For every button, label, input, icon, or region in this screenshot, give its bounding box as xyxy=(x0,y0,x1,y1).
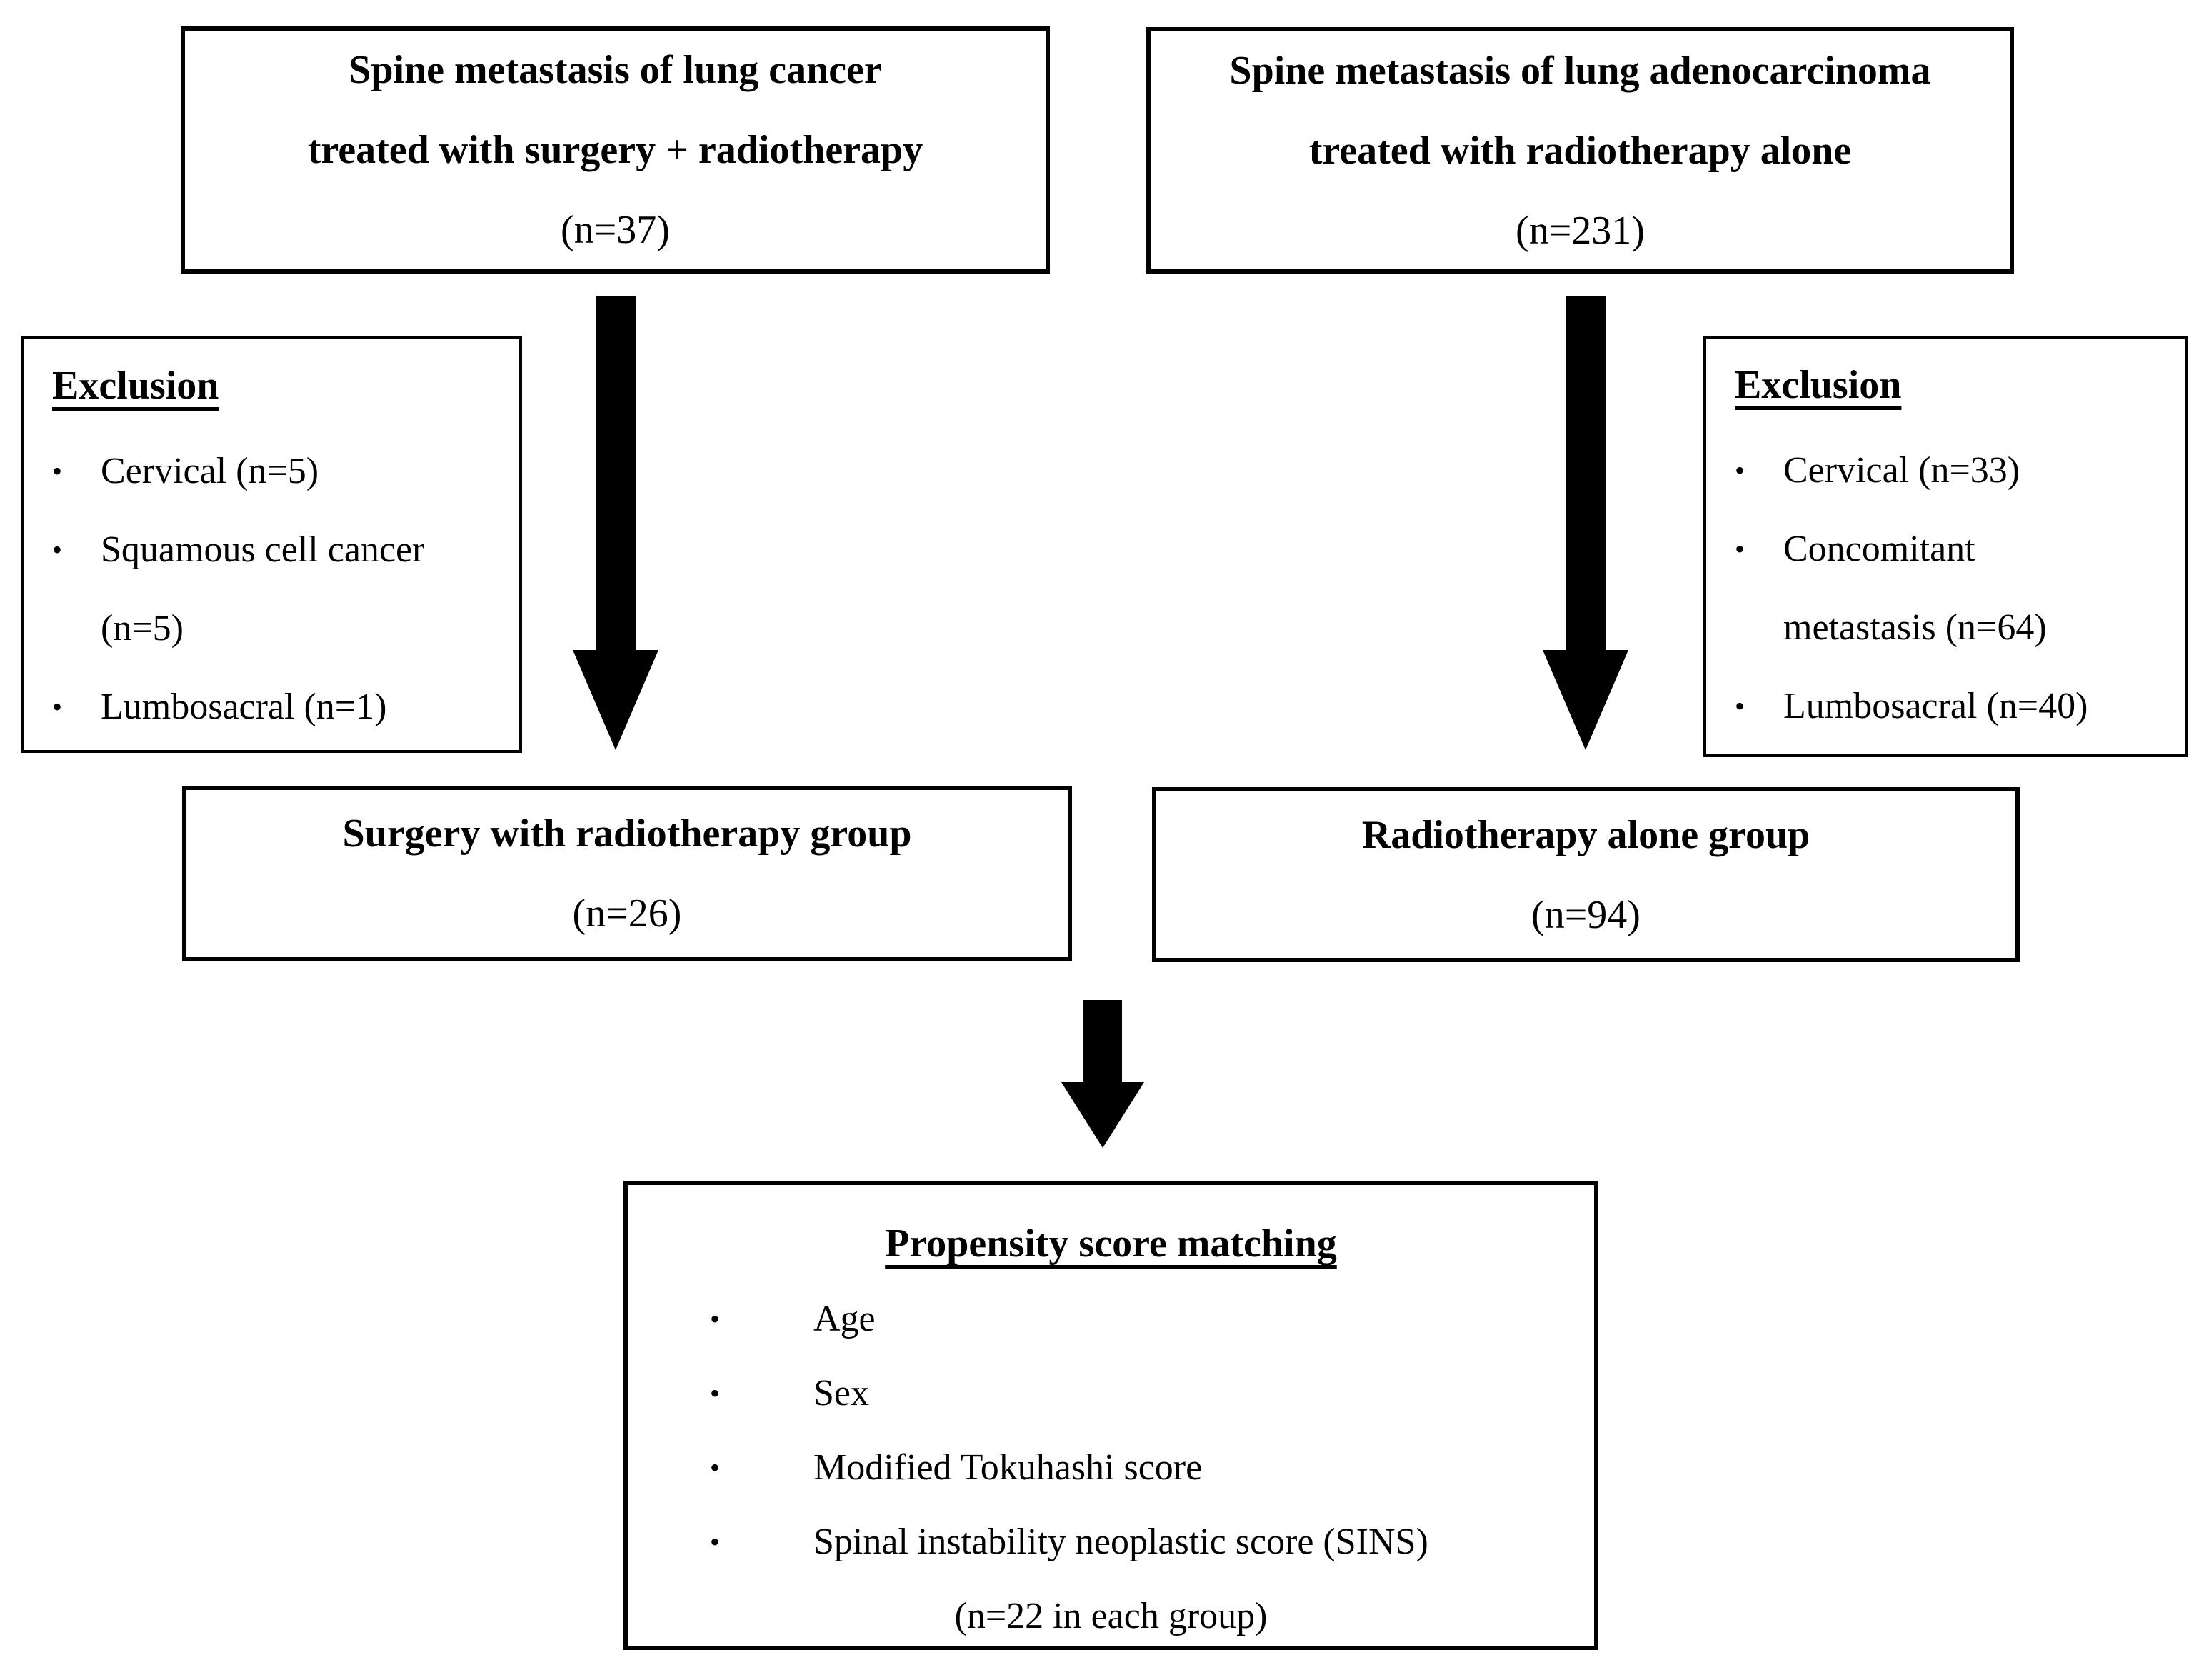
exclusion-item-label: Lumbosacral (n=1) xyxy=(101,686,387,727)
exclusion-right-box: Exclusion • Cervical (n=33) • Concomitan… xyxy=(1703,336,2188,757)
matching-item: • Age xyxy=(628,1282,1594,1356)
cohort-radiotherapy-alone-box: Spine metastasis of lung adenocarcinoma … xyxy=(1146,27,2014,274)
group-surgery-radiotherapy-box: Surgery with radiotherapy group (n=26) xyxy=(182,786,1072,961)
exclusion-item: • Lumbosacral (n=1) xyxy=(52,668,506,746)
matching-item-label: Spinal instability neoplastic score (SIN… xyxy=(813,1521,1428,1562)
arrow-head xyxy=(573,650,658,750)
cohort-sample-size: (n=231) xyxy=(1516,208,1645,253)
matching-item-label: Modified Tokuhashi score xyxy=(813,1447,1203,1488)
exclusion-left-box: Exclusion • Cervical (n=5) • Squamous ce… xyxy=(21,336,522,753)
exclusion-item: • Lumbosacral (n=40) xyxy=(1735,667,2173,746)
exclusion-item-label: Cervical (n=5) xyxy=(101,451,319,491)
exclusion-item-label: Cervical (n=33) xyxy=(1783,450,2020,491)
exclusion-item: • Cervical (n=33) xyxy=(1735,431,2173,510)
matching-item: • Sex xyxy=(628,1356,1594,1431)
exclusion-title: Exclusion xyxy=(1735,363,1902,407)
group-sample-size: (n=26) xyxy=(572,891,682,936)
propensity-matching-box: Propensity score matching • Age • Sex • … xyxy=(623,1181,1598,1650)
group-sample-size: (n=94) xyxy=(1531,892,1641,937)
matching-item-label: Age xyxy=(813,1299,876,1339)
matching-sample-size: (n=22 in each group) xyxy=(954,1596,1268,1636)
bullet-icon: • xyxy=(1735,533,1745,565)
exclusion-item: • Cervical (n=5) xyxy=(52,432,506,511)
arrow-shaft xyxy=(1566,296,1606,650)
arrow-head xyxy=(1061,1082,1144,1148)
bullet-icon: • xyxy=(710,1303,721,1335)
matching-item: • Modified Tokuhashi score xyxy=(628,1431,1594,1505)
exclusion-item: • Squamous cell cancer (n=5) xyxy=(52,511,506,668)
arrow-shaft xyxy=(1083,1000,1122,1082)
group-title: Surgery with radiotherapy group xyxy=(342,811,912,856)
bullet-icon: • xyxy=(52,534,63,566)
group-radiotherapy-alone-box: Radiotherapy alone group (n=94) xyxy=(1152,787,2020,962)
exclusion-item: • Concomitant metastasis (n=64) xyxy=(1735,510,2173,667)
propensity-matching-title: Propensity score matching xyxy=(885,1221,1337,1266)
arrow-head xyxy=(1543,650,1628,750)
cohort-surgery-radiotherapy-box: Spine metastasis of lung cancer treated … xyxy=(181,26,1050,274)
bullet-icon: • xyxy=(710,1526,721,1558)
down-arrow-right-icon xyxy=(1543,296,1628,750)
bullet-icon: • xyxy=(1735,690,1745,722)
cohort-title-line: treated with radiotherapy alone xyxy=(1308,128,1852,173)
down-arrow-center-icon xyxy=(1061,1000,1144,1148)
down-arrow-left-icon xyxy=(573,296,658,750)
exclusion-item-label: Squamous cell cancer (n=5) xyxy=(101,529,425,649)
bullet-icon: • xyxy=(52,455,63,487)
exclusion-item-label: Concomitant metastasis (n=64) xyxy=(1783,529,2047,648)
cohort-title-line: Spine metastasis of lung cancer xyxy=(349,48,882,92)
arrow-shaft xyxy=(596,296,636,650)
bullet-icon: • xyxy=(1735,454,1745,486)
cohort-title-line: treated with surgery + radiotherapy xyxy=(307,128,923,172)
group-title: Radiotherapy alone group xyxy=(1361,812,1810,857)
exclusion-item-label: Lumbosacral (n=40) xyxy=(1783,686,2088,726)
matching-item: • Spinal instability neoplastic score (S… xyxy=(628,1505,1594,1579)
exclusion-title: Exclusion xyxy=(52,364,219,408)
cohort-sample-size: (n=37) xyxy=(561,208,670,252)
matching-item-label: Sex xyxy=(813,1373,869,1414)
bullet-icon: • xyxy=(710,1451,721,1484)
bullet-icon: • xyxy=(52,691,63,723)
bullet-icon: • xyxy=(710,1377,721,1409)
cohort-title-line: Spine metastasis of lung adenocarcinoma xyxy=(1229,48,1931,93)
